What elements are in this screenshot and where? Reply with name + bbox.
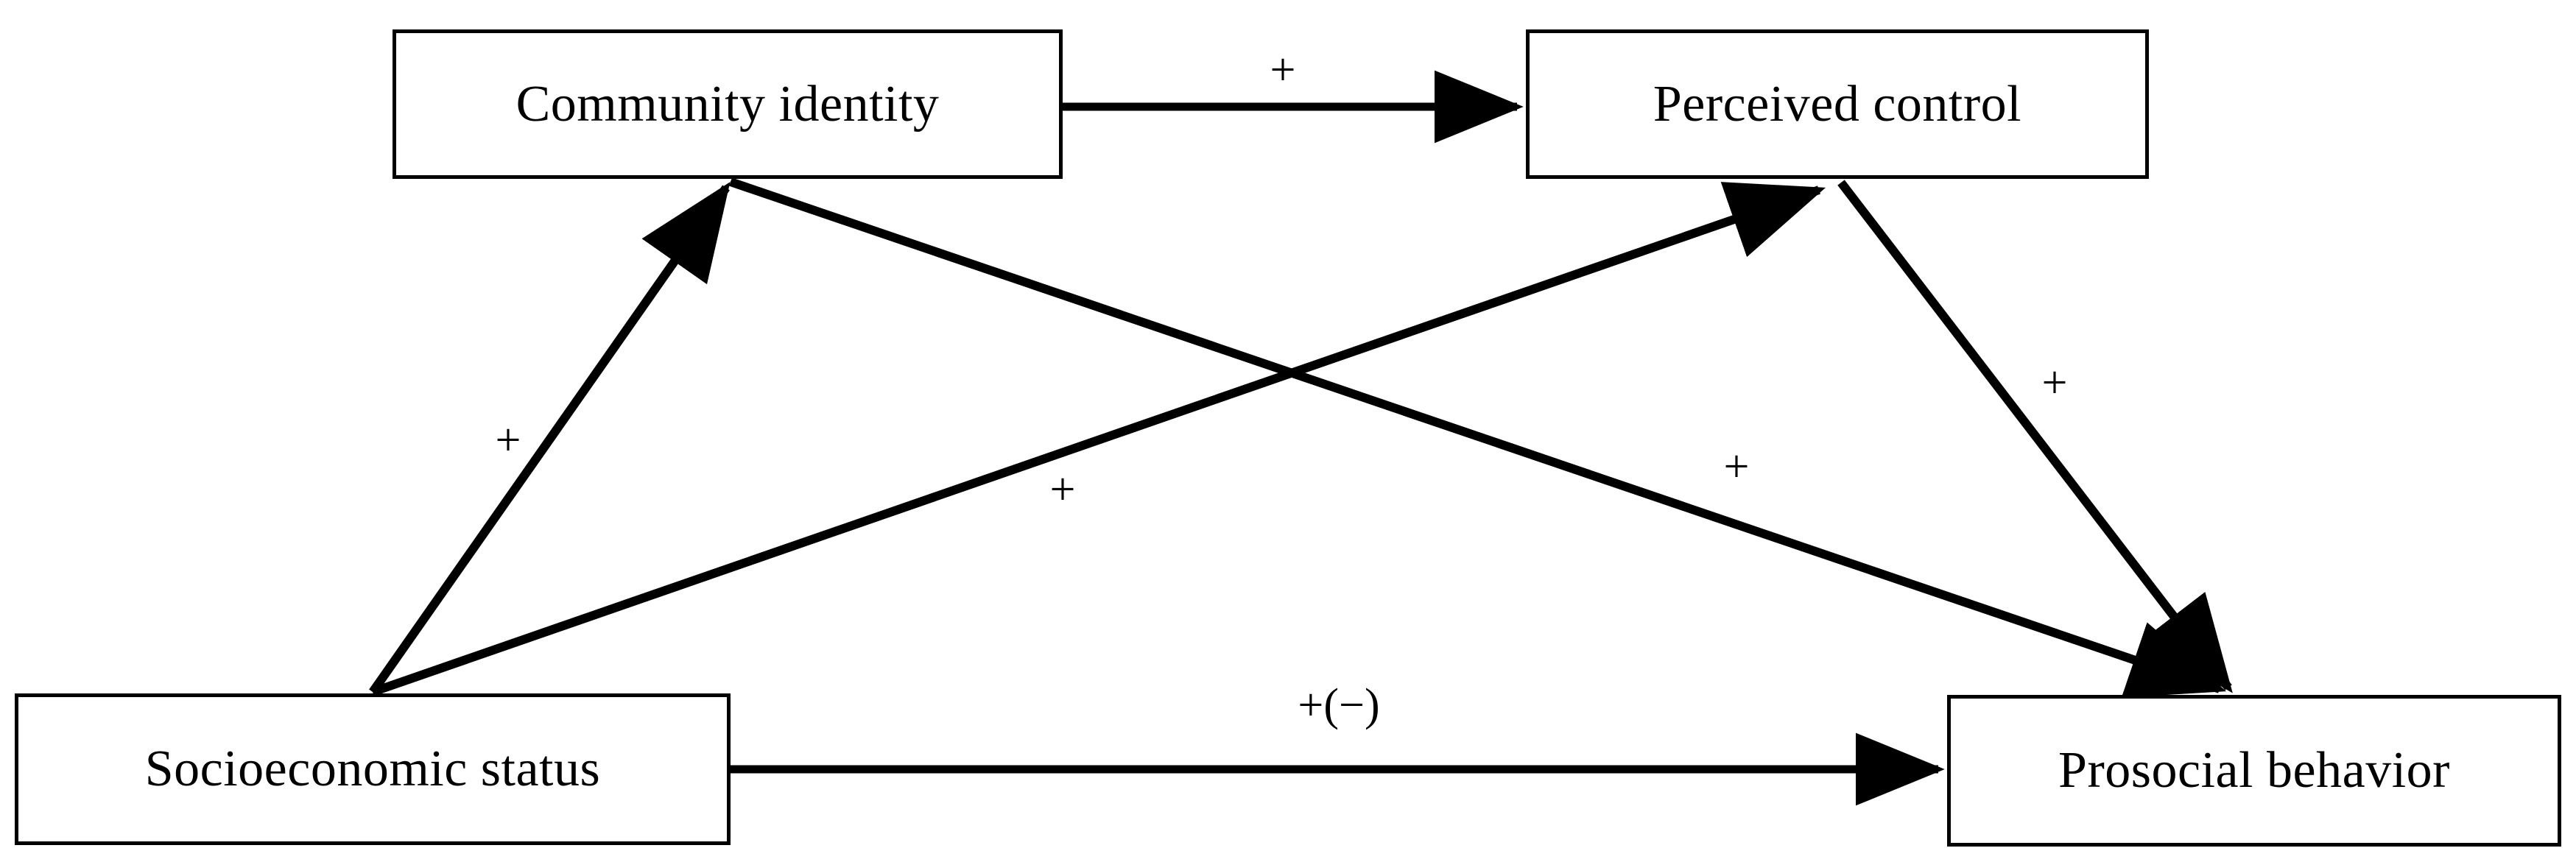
edge-community-identity-to-prosocial-behavior: [729, 177, 2227, 698]
edge-label-socioeconomic-status-to-perceived-control: +: [1049, 464, 1076, 515]
node-prosocial-behavior-label: Prosocial behavior: [2058, 742, 2450, 799]
edge-perceived-control-to-prosocial-behavior: [1837, 180, 2233, 693]
node-socioeconomic-status[interactable]: Socioeconomic status: [15, 693, 731, 845]
node-prosocial-behavior[interactable]: Prosocial behavior: [1947, 695, 2561, 847]
edge-socioeconomic-status-to-community-identity: [369, 182, 731, 695]
edge-label-community-identity-to-prosocial-behavior: +: [1723, 442, 1750, 492]
node-perceived-control-label: Perceived control: [1653, 75, 2022, 133]
edge-label-socioeconomic-status-to-prosocial-behavior: +(−): [1298, 680, 1380, 730]
edge-label-socioeconomic-status-to-community-identity: +: [495, 415, 521, 465]
node-perceived-control[interactable]: Perceived control: [1526, 29, 2149, 179]
node-socioeconomic-status-label: Socioeconomic status: [144, 741, 601, 797]
node-community-identity[interactable]: Community identity: [393, 29, 1063, 179]
edge-label-community-identity-to-perceived-control: +: [1270, 45, 1296, 95]
edge-socioeconomic-status-to-perceived-control: [371, 182, 1826, 696]
node-community-identity-label: Community identity: [515, 75, 940, 133]
edge-label-perceived-control-to-prosocial-behavior: +: [2041, 358, 2068, 408]
